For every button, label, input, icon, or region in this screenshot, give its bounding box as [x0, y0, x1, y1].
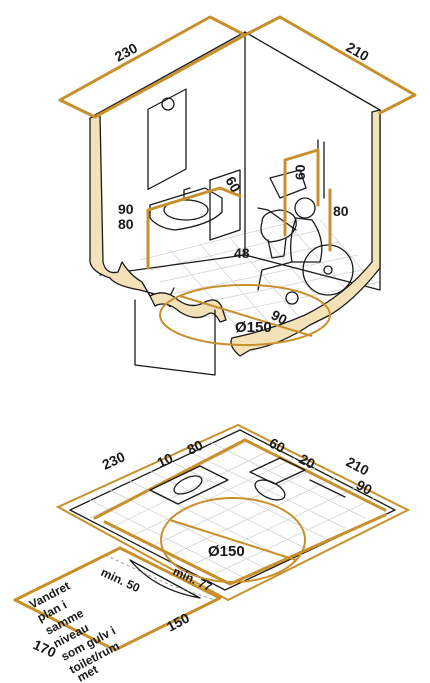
door-min-1: min. 50 — [99, 565, 143, 595]
dim-right-rail-height: 80 — [333, 203, 349, 219]
dim-frame-toilet — [283, 148, 332, 252]
cistern-box — [209, 169, 241, 241]
light-fixture — [161, 97, 175, 111]
dim-grab-bar-height: 60 — [292, 164, 308, 180]
dim-sink-height-1: 90 — [118, 201, 134, 217]
plan-wall-right — [243, 438, 387, 512]
plan-toilet-seat — [254, 479, 286, 501]
plan-toilet-left: 60 — [267, 435, 288, 457]
sink-bowl — [163, 199, 209, 221]
dim-frame-right — [243, 15, 417, 115]
plan-wall-front — [103, 513, 387, 586]
plan-sink-bowl — [173, 475, 203, 495]
sink — [149, 187, 223, 231]
door-swing — [129, 559, 201, 599]
faucet — [183, 187, 191, 199]
plan-width-right: 210 — [344, 454, 372, 479]
mirror — [147, 88, 187, 191]
landing-note: Vandret plan i samme niveau som gulv i t… — [27, 579, 122, 683]
wheel-big — [302, 244, 354, 296]
door-clearance-guide — [104, 554, 216, 601]
dim-width-left: 230 — [112, 39, 140, 64]
door-min-2: min. 77 — [171, 564, 215, 594]
wheelchair-user — [257, 197, 354, 305]
floor-tiles — [139, 219, 381, 331]
plan-toilet-gap: 20 — [297, 451, 318, 473]
turning-circle-iso — [159, 284, 331, 346]
plan-grab-rail — [309, 479, 346, 498]
plan-outer-frame — [55, 423, 411, 602]
plan-turning-circle — [160, 497, 306, 583]
isometric-view: 230 210 90 80 60 60 80 48 90 Ø150 — [58, 15, 417, 376]
dim-toilet-side-clearance: 90 — [269, 307, 290, 329]
dim-turning-circle-iso: Ø150 — [235, 319, 272, 336]
turning-circle-iso-diameter — [179, 295, 313, 337]
plan-turning-diameter — [169, 519, 297, 561]
dim-frame-sink — [146, 186, 242, 270]
plan-depth-right: 90 — [354, 477, 375, 499]
front-cut-wall — [149, 292, 227, 323]
plan-sink-zone: 80 — [185, 437, 206, 458]
plan-view: 230 80 10 60 20 210 90 Ø150 min. 50 min.… — [13, 423, 411, 683]
plan-sink-offset: 10 — [155, 450, 176, 471]
dim-width-right: 210 — [344, 39, 372, 65]
wheel-small — [285, 291, 299, 305]
wheel-hub — [323, 265, 333, 275]
back-wall-left — [94, 31, 246, 276]
dim-grab-bar-distance: 60 — [222, 174, 244, 196]
head — [294, 197, 316, 219]
outside-landing — [13, 546, 222, 652]
plan-turning-circle-label: Ø150 — [208, 543, 245, 560]
plan-width-left: 230 — [100, 448, 128, 472]
dim-sink-height-2: 80 — [118, 216, 134, 232]
dim-frame-left — [58, 15, 247, 119]
dim-toilet-seat-height: 48 — [234, 245, 250, 261]
right-wall-cut — [230, 109, 381, 357]
plan-sink — [149, 465, 229, 505]
plan-wall-left — [93, 438, 247, 520]
